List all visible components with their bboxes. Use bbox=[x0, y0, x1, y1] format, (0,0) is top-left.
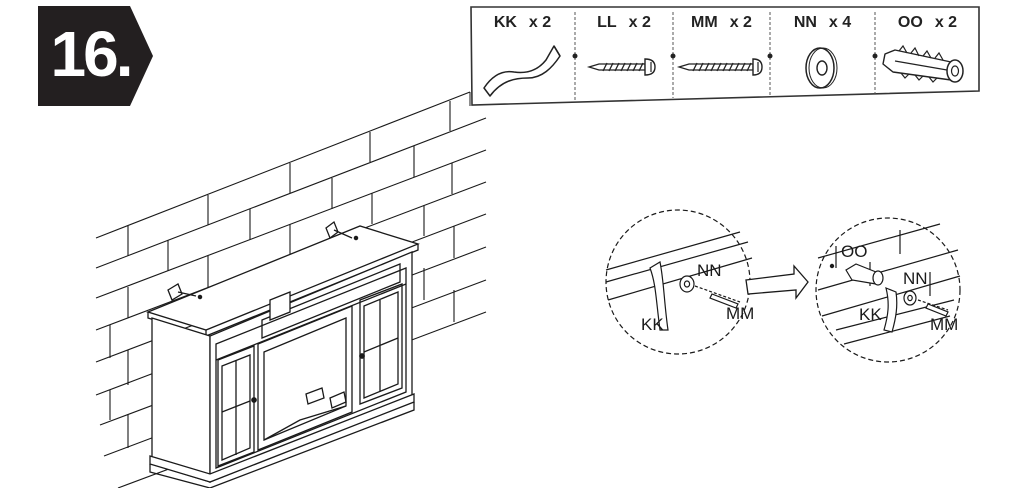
part-code: NN bbox=[793, 14, 817, 31]
parts-box-frame bbox=[470, 6, 980, 106]
detail-callout-right bbox=[815, 217, 961, 363]
short-screw-icon bbox=[586, 58, 656, 76]
part-code: LL bbox=[597, 14, 617, 31]
part-qty: x 2 bbox=[729, 14, 752, 31]
label-screw-left: MM bbox=[726, 304, 755, 323]
detail-callout-left bbox=[605, 209, 753, 355]
part-qty: x 2 bbox=[628, 14, 651, 31]
label-screw-right: MM bbox=[930, 315, 959, 334]
part-oo: OO x 2 bbox=[875, 6, 980, 106]
part-ll: LL x 2 bbox=[575, 6, 673, 106]
step-badge: 16. bbox=[38, 6, 153, 106]
part-qty: x 2 bbox=[528, 14, 552, 31]
step-number: 16. bbox=[50, 18, 134, 90]
arrow-right-icon bbox=[745, 264, 809, 300]
part-mm: MM x 2 bbox=[673, 6, 770, 106]
strap-icon bbox=[483, 45, 561, 97]
label-washer-right: NN bbox=[903, 269, 928, 288]
part-code: OO bbox=[897, 14, 923, 31]
parts-list: KK x 2 LL x 2 MM x 2 bbox=[470, 6, 980, 106]
part-nn: NN x 4 bbox=[770, 6, 875, 106]
part-code: MM bbox=[691, 14, 718, 31]
step-badge-shape bbox=[38, 6, 153, 106]
part-qty: x 2 bbox=[934, 14, 958, 31]
label-washer-left: NN bbox=[697, 261, 722, 280]
part-code: KK bbox=[493, 14, 517, 31]
wall-anchor-icon bbox=[882, 44, 964, 83]
long-screw-icon bbox=[676, 58, 763, 76]
part-kk: KK x 2 bbox=[470, 6, 575, 106]
part-qty: x 4 bbox=[828, 14, 852, 31]
media-cabinet bbox=[146, 220, 420, 488]
label-strap-right: KK bbox=[859, 305, 882, 324]
label-anchor-right: OO bbox=[841, 242, 868, 261]
washer-icon bbox=[805, 47, 838, 89]
label-strap-left: KK bbox=[641, 315, 664, 334]
